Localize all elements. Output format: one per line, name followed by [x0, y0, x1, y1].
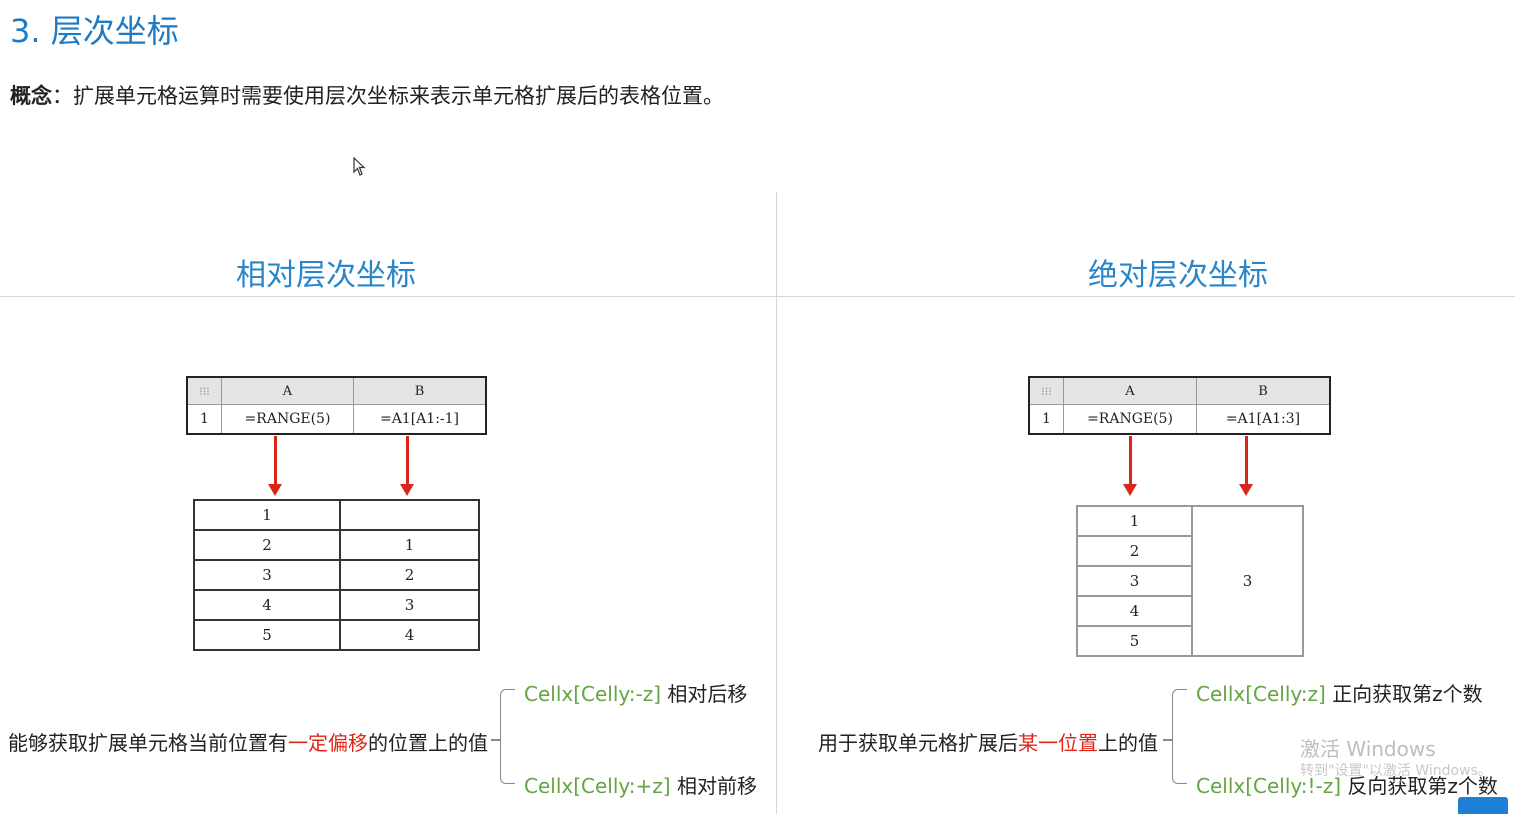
desc-text: 的位置上的值 [368, 731, 488, 755]
heading-divider [0, 296, 1515, 297]
option-code: Cellx[Celly:!-z] [1196, 774, 1342, 798]
concept-separator: ： [52, 84, 73, 108]
grid-corner-icon: ⁝⁝⁝ [1030, 378, 1064, 405]
table-cell: 2 [1076, 535, 1193, 567]
brace-tick [1163, 739, 1172, 741]
grid-corner-icon: ⁝⁝⁝ [188, 378, 222, 405]
app-logo-icon [1458, 797, 1508, 814]
table-cell: 1 [339, 529, 480, 561]
concept-text: 扩展单元格运算时需要使用层次坐标来表示单元格扩展后的表格位置。 [73, 84, 724, 108]
table-cell: 2 [339, 559, 480, 591]
relative-option-1: Cellx[Celly:-z] 相对后移 [524, 678, 747, 707]
mouse-cursor-icon [353, 156, 367, 181]
table-cell: 4 [1076, 595, 1193, 627]
option-text: 正向获取第z个数 [1332, 682, 1483, 706]
absolute-option-2: Cellx[Celly:!-z] 反向获取第z个数 [1196, 770, 1498, 799]
column-header-a: A [1064, 378, 1197, 405]
table-row: 4 [1076, 595, 1303, 627]
windows-activation-watermark: 激活 Windows [1300, 737, 1436, 761]
formula-cell-b1: =A1[A1:3] [1225, 411, 1301, 427]
table-row: 5 [1076, 625, 1303, 657]
arrow-down-icon [1123, 436, 1137, 496]
table-cell: 3 [339, 589, 480, 621]
table-cell [339, 499, 480, 531]
relative-option-2: Cellx[Celly:+z] 相对前移 [524, 770, 757, 799]
formula-cell-b1: =A1[A1:-1] [379, 411, 460, 427]
formula-cell-a1: =RANGE(5) [222, 405, 354, 433]
table-cell: 3 [1076, 565, 1193, 597]
table-row: 1 [193, 499, 480, 531]
table-row: 3 [1076, 565, 1303, 597]
desc-highlight: 某一位置 [1018, 731, 1098, 755]
absolute-option-1: Cellx[Celly:z] 正向获取第z个数 [1196, 678, 1483, 707]
table-cell: 1 [1076, 505, 1193, 537]
windows-activation-hint: 转到"设置"以激活 Windows。 [1300, 763, 1492, 779]
brace-left [500, 689, 515, 784]
table-cell: 1 [193, 499, 341, 531]
table-cell: 4 [339, 619, 480, 651]
concept-label: 概念 [10, 84, 52, 108]
option-code: Cellx[Celly:-z] [524, 682, 662, 706]
brace-right [1172, 689, 1187, 784]
table-cell: 2 [193, 529, 341, 561]
column-header-b: B [354, 378, 485, 405]
arrow-down-icon [400, 436, 414, 496]
column-divider [776, 192, 777, 814]
table-cell: 3 [193, 559, 341, 591]
option-text: 反向获取第z个数 [1347, 774, 1498, 798]
desc-highlight: 一定偏移 [288, 731, 368, 755]
option-text: 相对后移 [667, 682, 748, 706]
merged-cell: 3 [1191, 505, 1304, 657]
relative-heading: 相对层次坐标 [236, 258, 416, 293]
page-title: 3. 层次坐标 [10, 12, 179, 50]
desc-text: 能够获取扩展单元格当前位置有 [8, 731, 288, 755]
column-header-b: B [1197, 378, 1329, 405]
arrow-down-icon [268, 436, 282, 496]
relative-description: 能够获取扩展单元格当前位置有一定偏移的位置上的值 [8, 727, 488, 756]
option-code: Cellx[Celly:z] [1196, 682, 1326, 706]
formula-grid-right: ⁝⁝⁝ A B 1 =RANGE(5) =A1[A1:3] [1028, 376, 1331, 435]
concept-line: 概念：扩展单元格运算时需要使用层次坐标来表示单元格扩展后的表格位置。 [10, 80, 724, 110]
table-cell: 5 [193, 619, 341, 651]
arrow-down-icon [1239, 436, 1253, 496]
absolute-heading: 绝对层次坐标 [1088, 258, 1268, 293]
table-row: 2 [1076, 535, 1303, 567]
desc-text: 上的值 [1098, 731, 1158, 755]
column-header-a: A [222, 378, 354, 405]
row-header-1: 1 [188, 405, 222, 433]
brace-tick [491, 739, 500, 741]
formula-cell-a1: =RANGE(5) [1064, 405, 1197, 433]
table-cell: 5 [1076, 625, 1193, 657]
option-code: Cellx[Celly:+z] [524, 774, 671, 798]
row-header-1: 1 [1030, 405, 1064, 433]
formula-grid-left: ⁝⁝⁝ A B 1 =RANGE(5) =A1[A1:-1] [186, 376, 487, 435]
table-cell: 4 [193, 589, 341, 621]
option-text: 相对前移 [676, 774, 757, 798]
desc-text: 用于获取单元格扩展后 [818, 731, 1018, 755]
absolute-description: 用于获取单元格扩展后某一位置上的值 [818, 727, 1158, 756]
